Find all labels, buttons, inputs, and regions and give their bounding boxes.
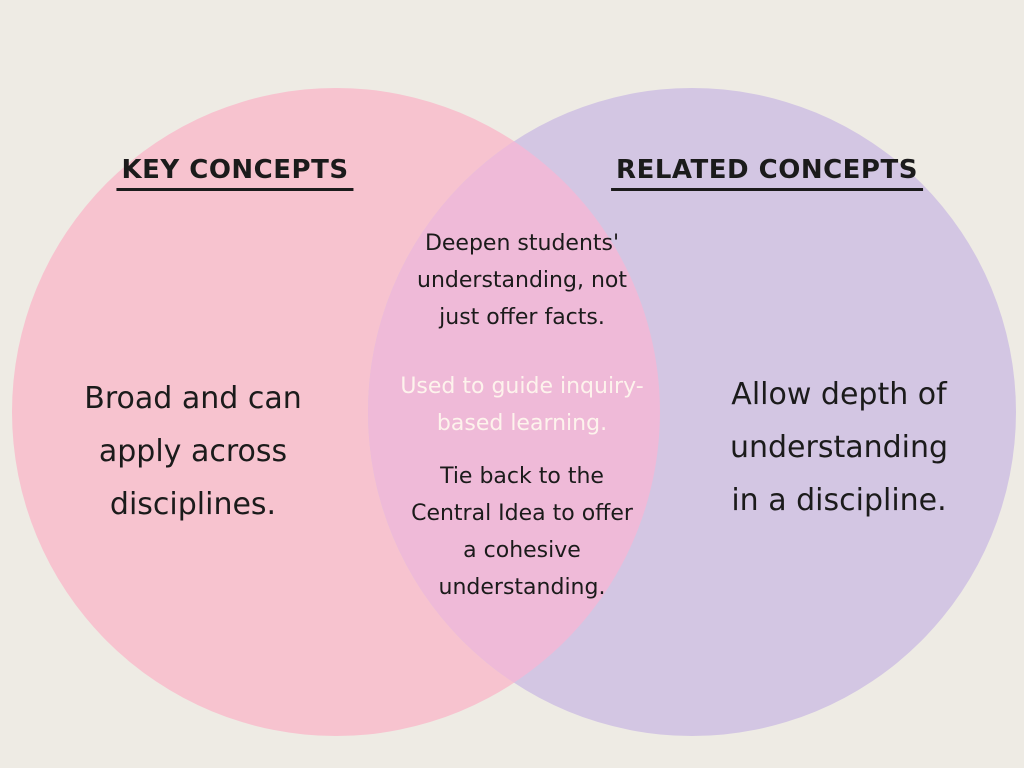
- overlap-note-inquiry: Used to guide inquiry- based learning.: [400, 368, 643, 442]
- related-concepts-title: RELATED CONCEPTS: [611, 155, 923, 191]
- text-line: just offer facts.: [439, 305, 605, 330]
- text-line: disciplines.: [109, 487, 277, 522]
- text-line: a cohesive: [463, 538, 581, 563]
- text-line: understanding.: [438, 575, 606, 600]
- text-line: understanding: [729, 430, 949, 465]
- text-line: Broad and can: [84, 381, 302, 416]
- overlap-note-central-idea: Tie back to the Central Idea to offer a …: [411, 458, 633, 606]
- text-line: understanding, not: [417, 268, 627, 293]
- text-line: Deepen students': [424, 231, 620, 256]
- text-line: based learning.: [436, 411, 608, 436]
- overlap-region: [368, 141, 660, 683]
- key-concepts-title: KEY CONCEPTS: [116, 155, 354, 191]
- text-line: Used to guide inquiry-: [400, 374, 644, 399]
- related-concepts-text: Allow depth of understanding in a discip…: [730, 368, 948, 527]
- text-line: Tie back to the: [440, 464, 604, 489]
- text-line: in a discipline.: [731, 483, 947, 518]
- text-line: Central Idea to offer: [411, 501, 633, 526]
- text-line: apply across: [98, 434, 288, 469]
- key-concepts-text: Broad and can apply across disciplines.: [84, 372, 301, 531]
- text-line: Allow depth of: [731, 377, 947, 412]
- overlap-note-deepen: Deepen students' understanding, not just…: [417, 225, 627, 336]
